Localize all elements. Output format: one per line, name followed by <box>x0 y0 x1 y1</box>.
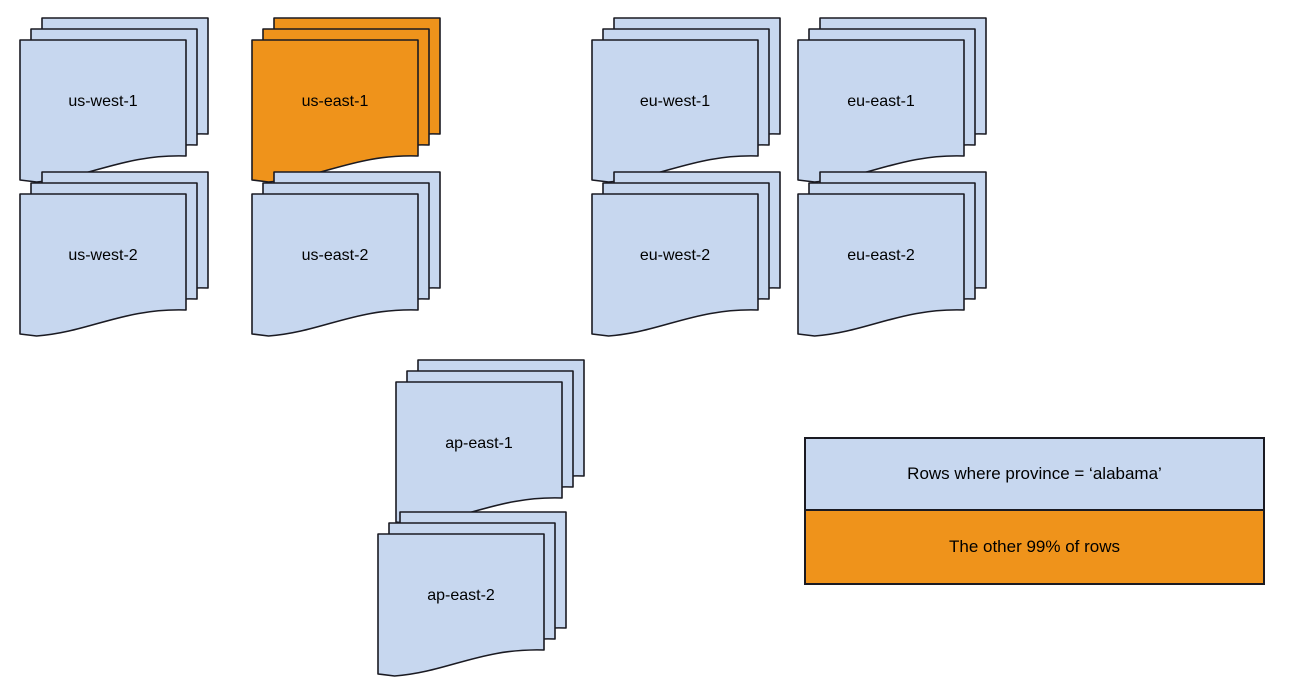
region-stack-us-west-1[interactable]: us-west-1 <box>19 17 209 190</box>
legend-row-legend-orange: The other 99% of rows <box>806 511 1263 583</box>
region-stack-eu-west-2[interactable]: eu-west-2 <box>591 171 781 344</box>
region-stack-sheets-us-west-2 <box>19 171 209 337</box>
region-stack-sheets-eu-west-1 <box>591 17 781 183</box>
region-stack-us-east-1[interactable]: us-east-1 <box>251 17 441 190</box>
legend-label-legend-orange: The other 99% of rows <box>948 537 1121 556</box>
region-stack-sheets-us-east-1 <box>251 17 441 183</box>
region-stack-us-west-2[interactable]: us-west-2 <box>19 171 209 344</box>
region-stack-sheets-ap-east-1 <box>395 359 585 525</box>
document-sheet <box>591 39 759 183</box>
region-stack-eu-east-1[interactable]: eu-east-1 <box>797 17 987 190</box>
legend: Rows where province = ‘alabama’ The other… <box>804 437 1265 585</box>
document-sheet <box>377 533 545 677</box>
region-stack-sheets-eu-east-2 <box>797 171 987 337</box>
region-stack-ap-east-2[interactable]: ap-east-2 <box>377 511 567 684</box>
document-sheet <box>797 193 965 337</box>
region-stack-sheets-ap-east-2 <box>377 511 567 677</box>
region-stack-eu-east-2[interactable]: eu-east-2 <box>797 171 987 344</box>
legend-label-legend-blue: Rows where province = ‘alabama’ <box>907 464 1162 483</box>
region-stack-eu-west-1[interactable]: eu-west-1 <box>591 17 781 190</box>
document-sheet <box>251 39 419 183</box>
region-stack-us-east-2[interactable]: us-east-2 <box>251 171 441 344</box>
region-stack-sheets-us-west-1 <box>19 17 209 183</box>
document-sheet <box>591 193 759 337</box>
document-sheet <box>395 381 563 525</box>
document-sheet <box>251 193 419 337</box>
document-sheet <box>19 39 187 183</box>
document-sheet <box>19 193 187 337</box>
region-stack-sheets-eu-west-2 <box>591 171 781 337</box>
region-stack-sheets-us-east-2 <box>251 171 441 337</box>
legend-row-legend-blue: Rows where province = ‘alabama’ <box>806 439 1263 511</box>
region-stack-sheets-eu-east-1 <box>797 17 987 183</box>
document-sheet <box>797 39 965 183</box>
region-stack-ap-east-1[interactable]: ap-east-1 <box>395 359 585 532</box>
